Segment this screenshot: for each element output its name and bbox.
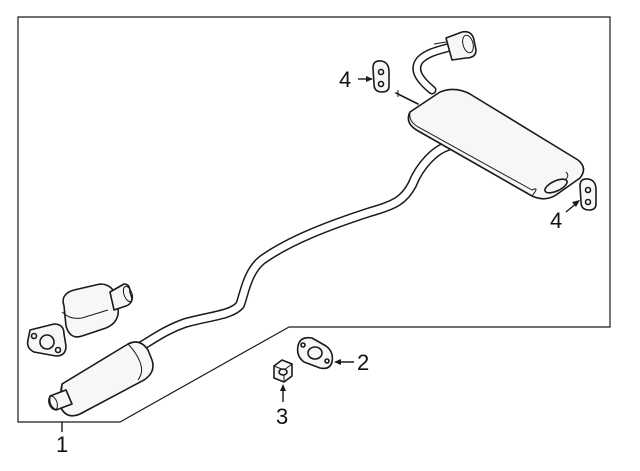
resonator <box>48 341 154 417</box>
callout-nut: 3 <box>276 404 288 429</box>
flange-nut-icon <box>273 359 293 383</box>
hanger-rod <box>395 90 419 105</box>
muffler <box>407 88 585 200</box>
tailpipe <box>412 30 477 95</box>
gasket-icon <box>296 336 334 370</box>
assembly-boundary <box>17 16 611 423</box>
arrow-nut <box>280 384 286 391</box>
rubber-hanger-lower-icon <box>579 178 597 211</box>
arrow-hanger-upper <box>366 76 373 82</box>
catalytic-converter <box>26 283 134 357</box>
intermediate-pipe <box>133 141 453 353</box>
callout-gasket: 2 <box>357 350 369 375</box>
callout-exhaust-system: 1 <box>56 432 68 457</box>
arrow-gasket <box>334 359 341 365</box>
callout-hanger-upper: 4 <box>339 67 351 92</box>
rubber-hanger-upper-icon <box>372 60 390 93</box>
arrow-hanger-lower <box>572 200 580 207</box>
callout-hanger-lower: 4 <box>550 208 562 233</box>
